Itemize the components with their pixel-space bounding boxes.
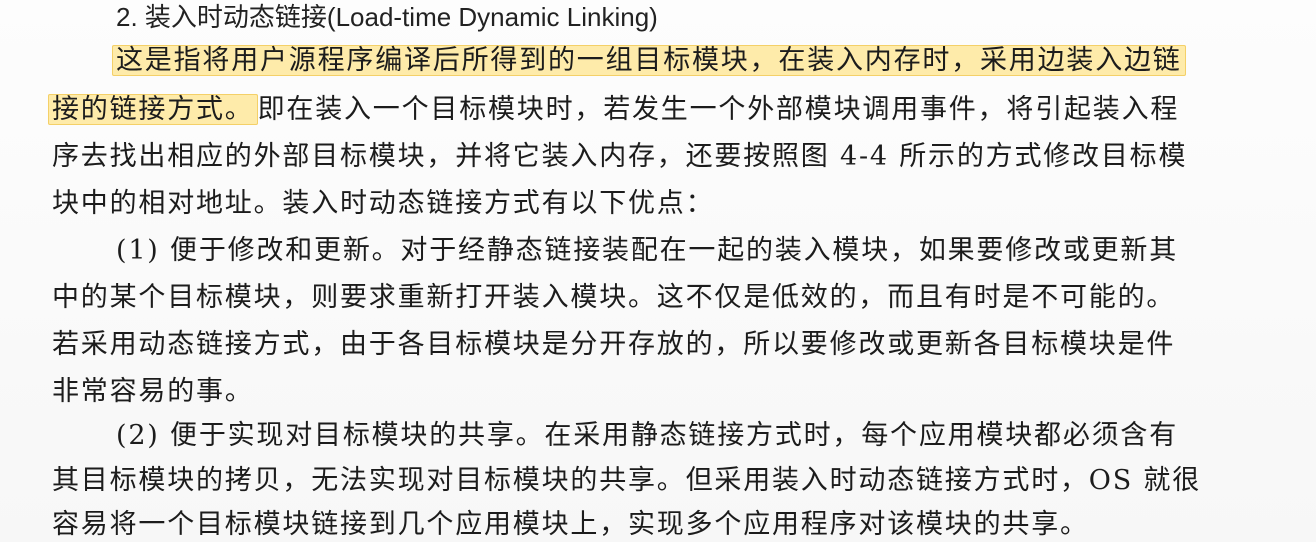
point-1-line: 若采用动态链接方式，由于各目标模块是分开存放的，所以要修改或更新各目标模块是件 — [52, 329, 1176, 360]
paragraph-line: 块中的相对地址。装入时动态链接方式有以下优点： — [52, 188, 715, 219]
section-heading: 2. 装入时动态链接(Load-time Dynamic Linking) — [116, 2, 658, 32]
highlighted-text: 接的链接方式。 — [48, 94, 258, 125]
paragraph-line: 这是指将用户源程序编译后所得到的一组目标模块，在装入内存时，采用边装入边链 — [112, 43, 1186, 79]
paragraph-line: 接的链接方式。即在装入一个目标模块时，若发生一个外部模块调用事件，将引起装入程 — [48, 92, 1180, 128]
paragraph-line: 序去找出相应的外部目标模块，并将它装入内存，还要按照图 4-4 所示的方式修改目… — [52, 141, 1188, 172]
point-1-line: 非常容易的事。 — [52, 376, 254, 407]
point-2-line: (2) 便于实现对目标模块的共享。在采用静态链接方式时，每个应用模块都必须含有 — [116, 420, 1179, 451]
highlighted-text: 这是指将用户源程序编译后所得到的一组目标模块，在装入内存时，采用边装入边链 — [112, 45, 1186, 76]
point-1-line: 中的某个目标模块，则要求重新打开装入模块。这不仅是低效的，而且有时是不可能的。 — [52, 282, 1176, 313]
body-text: 即在装入一个目标模块时，若发生一个外部模块调用事件，将引起装入程 — [257, 94, 1180, 125]
point-1-line: (1) 便于修改和更新。对于经静态链接装配在一起的装入模块，如果要修改或更新其 — [116, 235, 1179, 266]
point-2-line: 容易将一个目标模块链接到几个应用模块上，实现多个应用程序对该模块的共享。 — [52, 509, 1089, 540]
point-2-line: 其目标模块的拷贝，无法实现对目标模块的共享。但采用装入时动态链接方式时，OS 就… — [52, 465, 1202, 496]
